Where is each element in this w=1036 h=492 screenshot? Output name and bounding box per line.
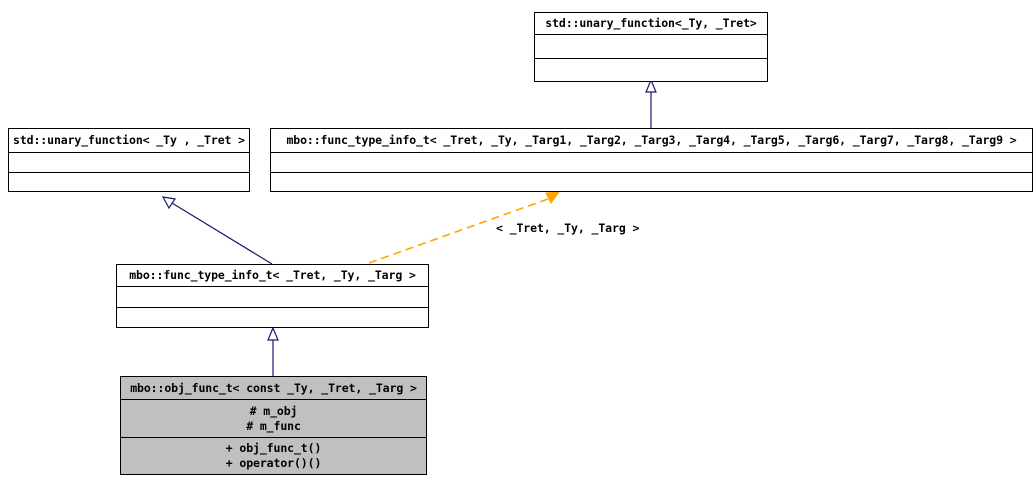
class-title: std::unary_function<_Ty, _Tret> xyxy=(545,16,757,30)
node-attributes-compartment xyxy=(117,287,428,308)
node-title-compartment: mbo::obj_func_t< const _Ty, _Tret, _Targ… xyxy=(121,377,426,400)
node-operations-compartment xyxy=(117,308,428,327)
node-operations-compartment xyxy=(535,59,767,81)
class-node-func-type-info-t-9args[interactable]: mbo::func_type_info_t< _Tret, _Ty, _Targ… xyxy=(270,128,1033,192)
node-title-compartment: mbo::func_type_info_t< _Tret, _Ty, _Targ… xyxy=(271,129,1032,153)
node-operations-compartment: + obj_func_t() + operator()() xyxy=(121,438,426,474)
node-attributes-compartment: # m_obj # m_func xyxy=(121,400,426,438)
node-title-compartment: std::unary_function< _Ty , _Tret > xyxy=(9,129,249,153)
node-operations-compartment xyxy=(271,173,1032,191)
class-node-obj-func-t[interactable]: mbo::obj_func_t< const _Ty, _Tret, _Targ… xyxy=(120,376,427,475)
template-binding-edge-targ-to-9args xyxy=(368,191,561,264)
node-title-compartment: std::unary_function<_Ty, _Tret> xyxy=(535,13,767,35)
node-operations-compartment xyxy=(9,173,249,191)
node-attributes-compartment xyxy=(9,153,249,173)
operation-item: + obj_func_t() xyxy=(225,441,322,455)
class-title: mbo::func_type_info_t< _Tret, _Ty, _Targ… xyxy=(129,268,416,282)
node-attributes-compartment xyxy=(271,153,1032,173)
node-attributes-compartment xyxy=(535,35,767,59)
operation-item: + operator()() xyxy=(225,456,322,470)
inheritance-edge-9args-to-top xyxy=(645,78,657,128)
class-title: std::unary_function< _Ty , _Tret > xyxy=(13,133,246,147)
class-node-std-unary-function-left[interactable]: std::unary_function< _Ty , _Tret > xyxy=(8,128,250,192)
class-title: mbo::func_type_info_t< _Tret, _Ty, _Targ… xyxy=(286,133,1017,147)
attribute-item: # m_func xyxy=(246,418,301,433)
inheritance-edge-targ-to-left xyxy=(161,196,273,265)
class-node-std-unary-function-top[interactable]: std::unary_function<_Ty, _Tret> xyxy=(534,12,768,82)
node-title-compartment: mbo::func_type_info_t< _Tret, _Ty, _Targ… xyxy=(117,265,428,287)
class-title: mbo::obj_func_t< const _Ty, _Tret, _Targ… xyxy=(130,380,417,395)
attribute-item: # m_obj xyxy=(249,403,298,418)
class-node-func-type-info-t-targ[interactable]: mbo::func_type_info_t< _Tret, _Ty, _Targ… xyxy=(116,264,429,328)
edge-label-template-binding: < _Tret, _Ty, _Targ > xyxy=(496,221,640,235)
inheritance-edge-objfunc-to-targ xyxy=(267,326,279,376)
